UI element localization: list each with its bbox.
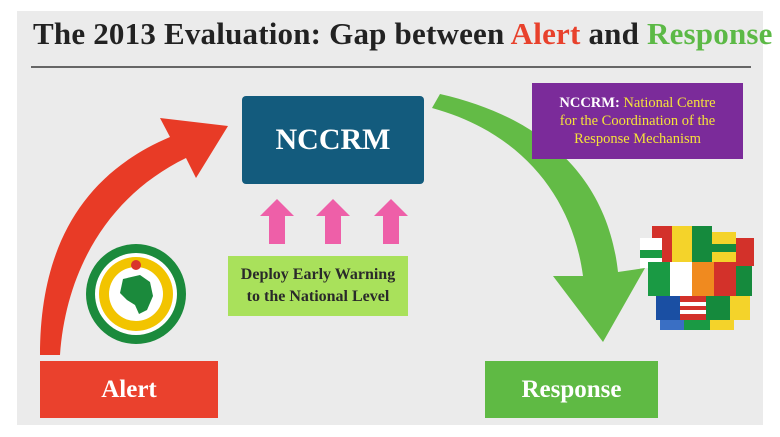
- title-response-word: Response: [647, 16, 773, 51]
- red-curved-arrow-icon: [40, 118, 228, 355]
- flags-cluster-icon: [640, 226, 754, 330]
- deploy-line-2: to the National Level: [246, 288, 390, 305]
- ecowas-logo: [86, 244, 186, 344]
- definition-abbreviation: NCCRM:: [559, 95, 620, 111]
- title-underline: [31, 66, 751, 68]
- nccrm-definition-box: NCCRM: National Centre for the Coordinat…: [532, 83, 743, 159]
- definition-line-2: for the Coordination of the: [559, 113, 716, 129]
- title-prefix: The 2013 Evaluation: Gap between: [33, 16, 511, 51]
- definition-line-1-rest: National Centre: [619, 95, 716, 111]
- response-box: Response: [485, 361, 658, 418]
- title-middle: and: [580, 16, 647, 51]
- deploy-line-1: Deploy Early Warning: [240, 266, 396, 283]
- green-curved-arrow-icon: [432, 94, 645, 342]
- alert-box: Alert: [40, 361, 218, 418]
- title-alert-word: Alert: [510, 16, 581, 51]
- definition-line-1: NCCRM: National Centre: [532, 94, 743, 112]
- nccrm-box: NCCRM: [242, 96, 424, 184]
- slide-title: The 2013 Evaluation: Gap between Alert a…: [33, 16, 772, 52]
- deploy-early-warning-box: Deploy Early Warning to the National Lev…: [228, 256, 408, 316]
- definition-line-3: Response Mechanism: [574, 131, 701, 147]
- pink-up-arrow-icon: [260, 199, 408, 244]
